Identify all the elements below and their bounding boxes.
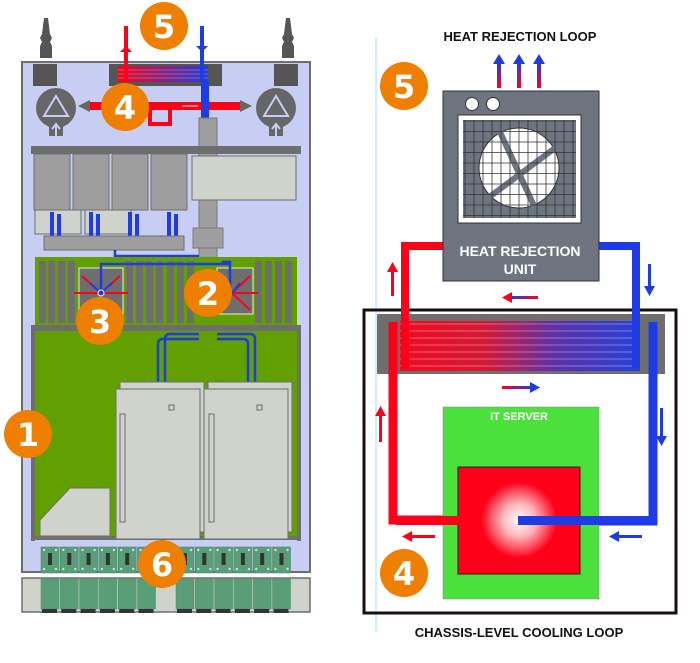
svg-text:4: 4	[114, 89, 136, 127]
power-connector-right	[282, 18, 294, 58]
svg-text:4: 4	[393, 555, 415, 593]
svg-text:6: 6	[151, 546, 173, 584]
svg-text:1: 1	[17, 416, 39, 454]
top-block-right	[274, 64, 298, 86]
terminal-block	[40, 546, 60, 613]
flow-arrow-up-inner	[375, 406, 386, 442]
hru-label-line2: UNIT	[504, 261, 537, 277]
badge-2: 2	[184, 269, 232, 317]
terminal-block	[98, 546, 118, 613]
flow-arrow-under-hx	[502, 382, 540, 393]
psu-shelf	[31, 146, 301, 154]
chassis-cutaway	[21, 18, 311, 613]
terminal-block	[214, 546, 233, 613]
board-divider	[31, 325, 301, 331]
svg-text:3: 3	[89, 303, 111, 341]
top-hx-tubes	[118, 66, 208, 82]
flow-arrow-top-left	[502, 292, 538, 303]
top-block-left	[33, 64, 57, 86]
terminal-block	[117, 546, 137, 613]
power-connector-left	[40, 18, 52, 58]
flow-arrow-down-right	[644, 264, 655, 296]
flow-arrow-bottom-left	[402, 531, 435, 542]
exhaust-arrows	[493, 54, 545, 88]
cold-inlet-pipe	[200, 26, 204, 82]
psu-manifold-bar	[43, 235, 185, 251]
chassis-loop-title: CHASSIS-LEVEL COOLING LOOP	[415, 625, 624, 640]
hot-outlet-pipe	[124, 26, 128, 82]
badge-5-left: 5	[140, 2, 188, 50]
badge-6: 6	[138, 540, 186, 588]
badge-5-right: 5	[380, 62, 428, 110]
terminal-block	[195, 546, 214, 613]
fan-icon	[463, 120, 576, 218]
heat-rejection-loop-title: HEAT REJECTION LOOP	[444, 29, 597, 44]
terminal-blocks	[40, 546, 291, 613]
gpu-modules	[115, 381, 293, 540]
psu-cold-plate-lines	[50, 212, 178, 236]
storage-module	[39, 487, 111, 537]
it-server-label: IT SERVER	[490, 411, 548, 423]
terminal-block	[79, 546, 98, 613]
pump-left	[36, 88, 76, 136]
power-supply-units	[33, 153, 188, 235]
cold-supply-pipe	[599, 242, 640, 322]
hru-label-line1: HEAT REJECTION	[459, 243, 580, 259]
flow-arrow-down-inner	[656, 408, 667, 446]
terminal-block	[233, 546, 253, 613]
svg-text:5: 5	[393, 68, 415, 106]
terminal-block	[272, 546, 291, 613]
terminal-block	[60, 546, 79, 613]
hot-return-pipe	[401, 242, 443, 322]
terminal-block	[252, 546, 272, 613]
flow-arrow-bottom-right	[609, 531, 642, 542]
pump-right	[256, 88, 296, 136]
badge-3: 3	[76, 297, 124, 345]
cold-downpipe	[201, 82, 209, 120]
gpu-cooling-lines	[156, 332, 257, 387]
badge-4-right: 4	[380, 549, 428, 597]
chassis-loop-frame	[362, 308, 678, 615]
liquid-heat-exchanger	[377, 314, 665, 374]
badge-1: 1	[4, 410, 52, 458]
svg-text:5: 5	[153, 8, 175, 46]
psu-backplane	[191, 155, 297, 201]
heat-rejection-unit: HEAT REJECTION UNIT	[442, 90, 600, 282]
badge-4-left: 4	[101, 83, 149, 131]
flow-arrow-up-left	[387, 262, 398, 296]
svg-text:2: 2	[197, 275, 219, 313]
it-server: IT SERVER	[442, 406, 600, 600]
